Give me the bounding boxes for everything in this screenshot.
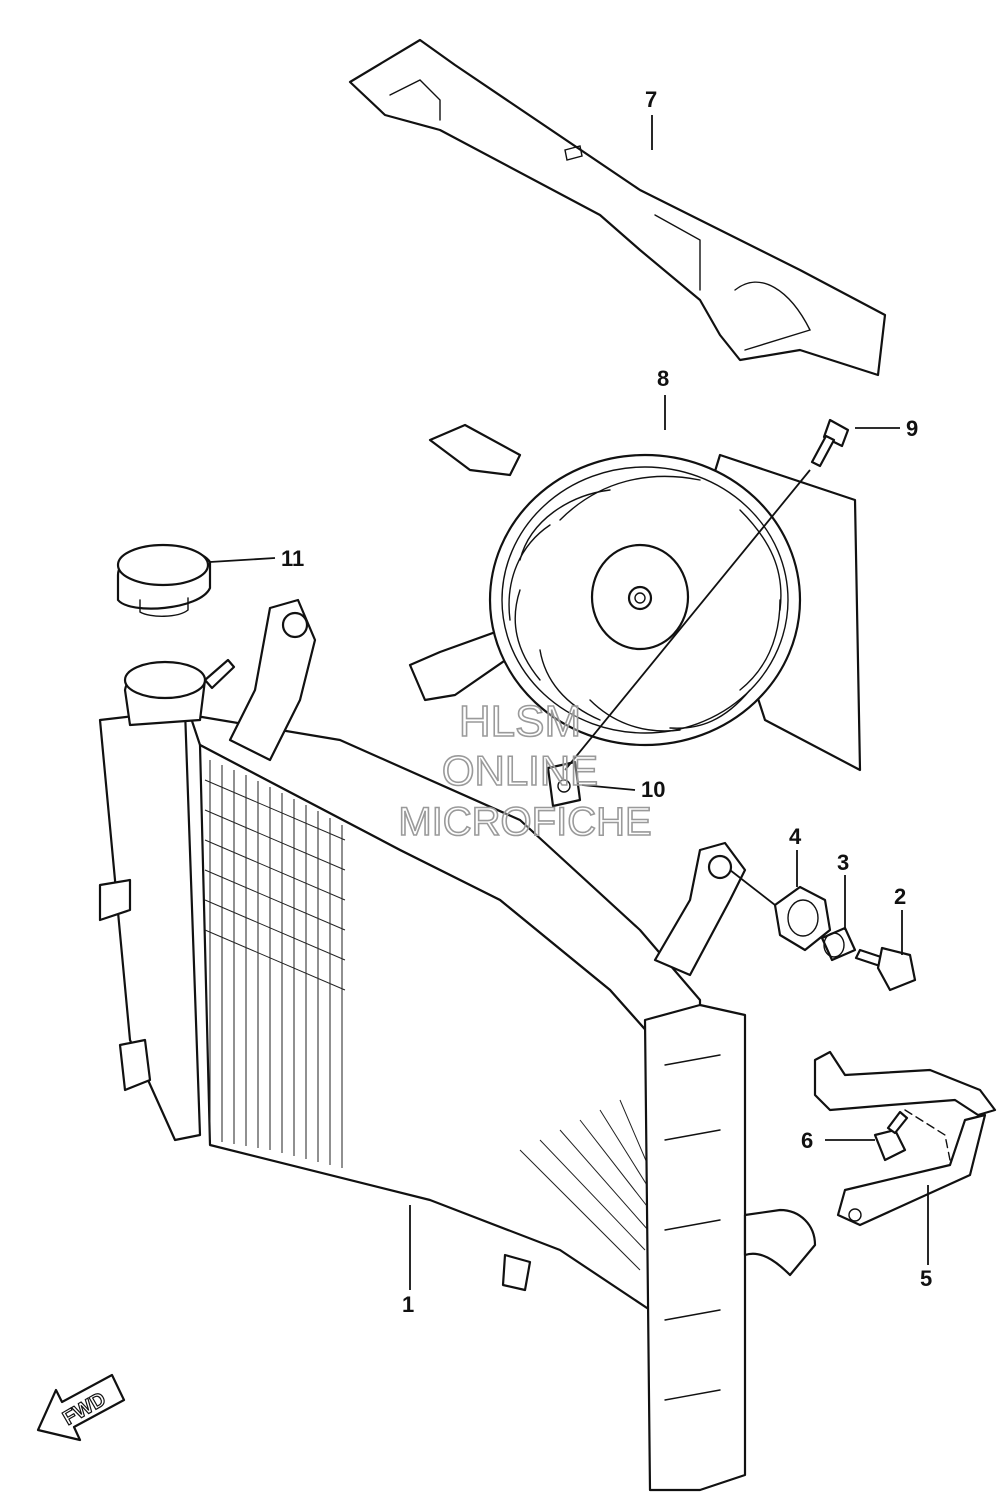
part-7-shroud-bracket[interactable] <box>348 38 887 377</box>
callout-10[interactable]: 10 <box>641 777 666 802</box>
part-9-bolt[interactable] <box>810 418 850 468</box>
part-2-bolt[interactable] <box>854 946 917 992</box>
part-5-bracket[interactable] <box>813 1050 997 1227</box>
callout-1[interactable]: 1 <box>402 1292 415 1317</box>
callout-5[interactable]: 5 <box>920 1266 933 1291</box>
callout-7[interactable]: 7 <box>645 87 658 112</box>
watermark-line-1: HLSM <box>458 697 582 746</box>
callout-3[interactable]: 3 <box>837 850 850 875</box>
callout-4[interactable]: 4 <box>789 824 802 849</box>
part-3-collar[interactable] <box>820 926 857 962</box>
part-4-grommet[interactable] <box>773 885 832 952</box>
part-11-radiator-cap[interactable] <box>116 543 212 617</box>
part-8-cooling-fan[interactable] <box>408 423 862 772</box>
callout-11[interactable]: 11 <box>281 546 305 571</box>
watermark-line-2: ONLINE <box>441 747 599 794</box>
callout-2[interactable]: 2 <box>894 884 907 909</box>
part-1-radiator[interactable] <box>98 598 817 1492</box>
watermark-line-3: MICROFICHE <box>398 800 653 844</box>
fwd-direction-arrow <box>36 1373 126 1442</box>
callout-9[interactable]: 9 <box>906 416 919 441</box>
callout-8[interactable]: 8 <box>657 366 670 391</box>
leader-lines <box>209 115 929 1290</box>
part-6-screw[interactable] <box>873 1110 909 1162</box>
callout-6[interactable]: 6 <box>801 1128 814 1153</box>
part-10-clip-nut[interactable] <box>546 760 582 808</box>
